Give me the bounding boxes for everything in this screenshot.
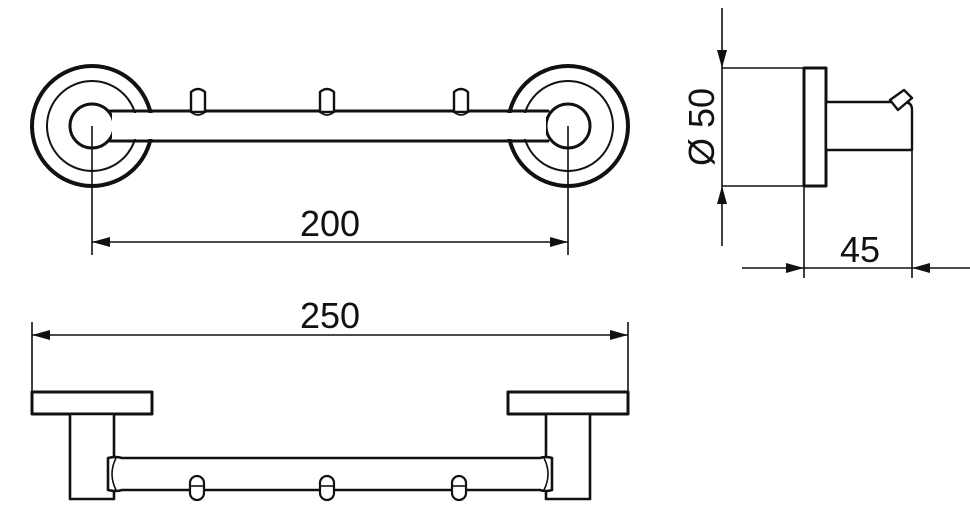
top-view-right-post [544, 412, 592, 501]
top-view-left-plate [30, 390, 154, 416]
front-view-hook-3 [452, 87, 470, 116]
side-view-hook-pin [888, 88, 914, 112]
dimension-45-label: 45 [840, 229, 880, 270]
dimension-250: 250 [31, 295, 629, 392]
top-view-hook-1 [188, 474, 206, 502]
dimension-diameter-label: Ø 50 [681, 88, 722, 166]
dimension-250-label: 250 [300, 295, 360, 336]
top-view: 250 [30, 295, 630, 502]
top-view-hook-3 [450, 474, 468, 502]
front-view-hook-2 [318, 87, 336, 116]
side-view-base-plate [802, 66, 828, 188]
top-view-bar [106, 455, 554, 493]
top-view-right-plate [506, 390, 630, 416]
dimension-45: 45 [742, 229, 970, 273]
front-view-hook-1 [189, 87, 207, 116]
side-view: Ø 50 45 [681, 8, 970, 278]
top-view-hook-2 [318, 474, 336, 502]
front-view: 200 [30, 64, 630, 255]
dimension-200-label: 200 [300, 203, 360, 244]
dimension-200: 200 [92, 203, 568, 247]
